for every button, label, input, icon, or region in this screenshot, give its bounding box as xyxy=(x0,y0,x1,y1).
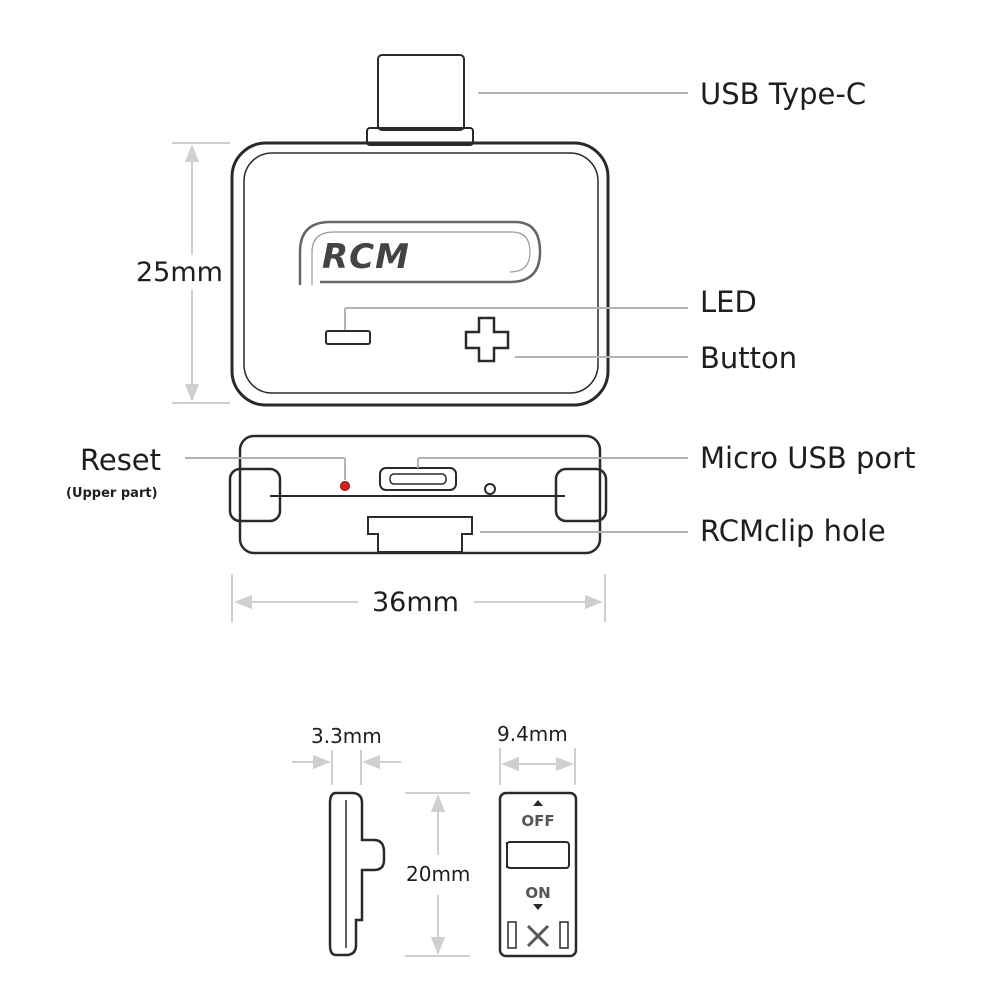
clip-view xyxy=(498,791,578,958)
front-view xyxy=(230,54,610,407)
plus-button xyxy=(464,316,510,363)
usb-type-c-connector xyxy=(377,54,465,131)
label-reset-note: (Upper part) xyxy=(66,486,158,501)
label-button: Button xyxy=(700,341,798,375)
label-led: LED xyxy=(700,285,757,319)
x-mark-icon xyxy=(526,924,550,948)
switch-off-label: OFF xyxy=(521,812,554,830)
micro-usb-port xyxy=(379,467,457,491)
small-hole xyxy=(484,483,496,495)
device-body-outer xyxy=(230,141,610,407)
label-usb-type-c: USB Type-C xyxy=(700,77,867,111)
dim-width: 36mm xyxy=(372,587,459,618)
dimension-lines xyxy=(172,142,606,957)
dim-clip-height: 20mm xyxy=(406,862,471,886)
switch-slider xyxy=(506,841,570,869)
dim-height: 25mm xyxy=(136,257,223,288)
switch-on-label: ON xyxy=(525,884,550,902)
reset-dot xyxy=(340,481,350,491)
dim-clip-width: 9.4mm xyxy=(497,722,568,746)
label-reset: Reset xyxy=(80,443,162,477)
right-grip xyxy=(554,467,608,523)
rcm-logo-text: RCM xyxy=(322,237,410,277)
rcm-logo-capsule xyxy=(298,220,542,285)
clip-body xyxy=(498,791,578,958)
label-micro-usb-port: Micro USB port xyxy=(700,441,916,475)
rcmclip-hole xyxy=(367,516,473,553)
device-body-inner xyxy=(243,152,599,394)
usb-type-c-base xyxy=(366,127,474,146)
side-profile xyxy=(328,791,386,957)
dim-thickness: 3.3mm xyxy=(311,724,382,748)
left-grip xyxy=(228,467,282,523)
led-indicator xyxy=(325,330,371,345)
leader-lines xyxy=(185,92,688,533)
top-view-body xyxy=(238,434,602,555)
top-view xyxy=(228,434,608,555)
label-rcmclip-hole: RCMclip hole xyxy=(700,514,886,548)
